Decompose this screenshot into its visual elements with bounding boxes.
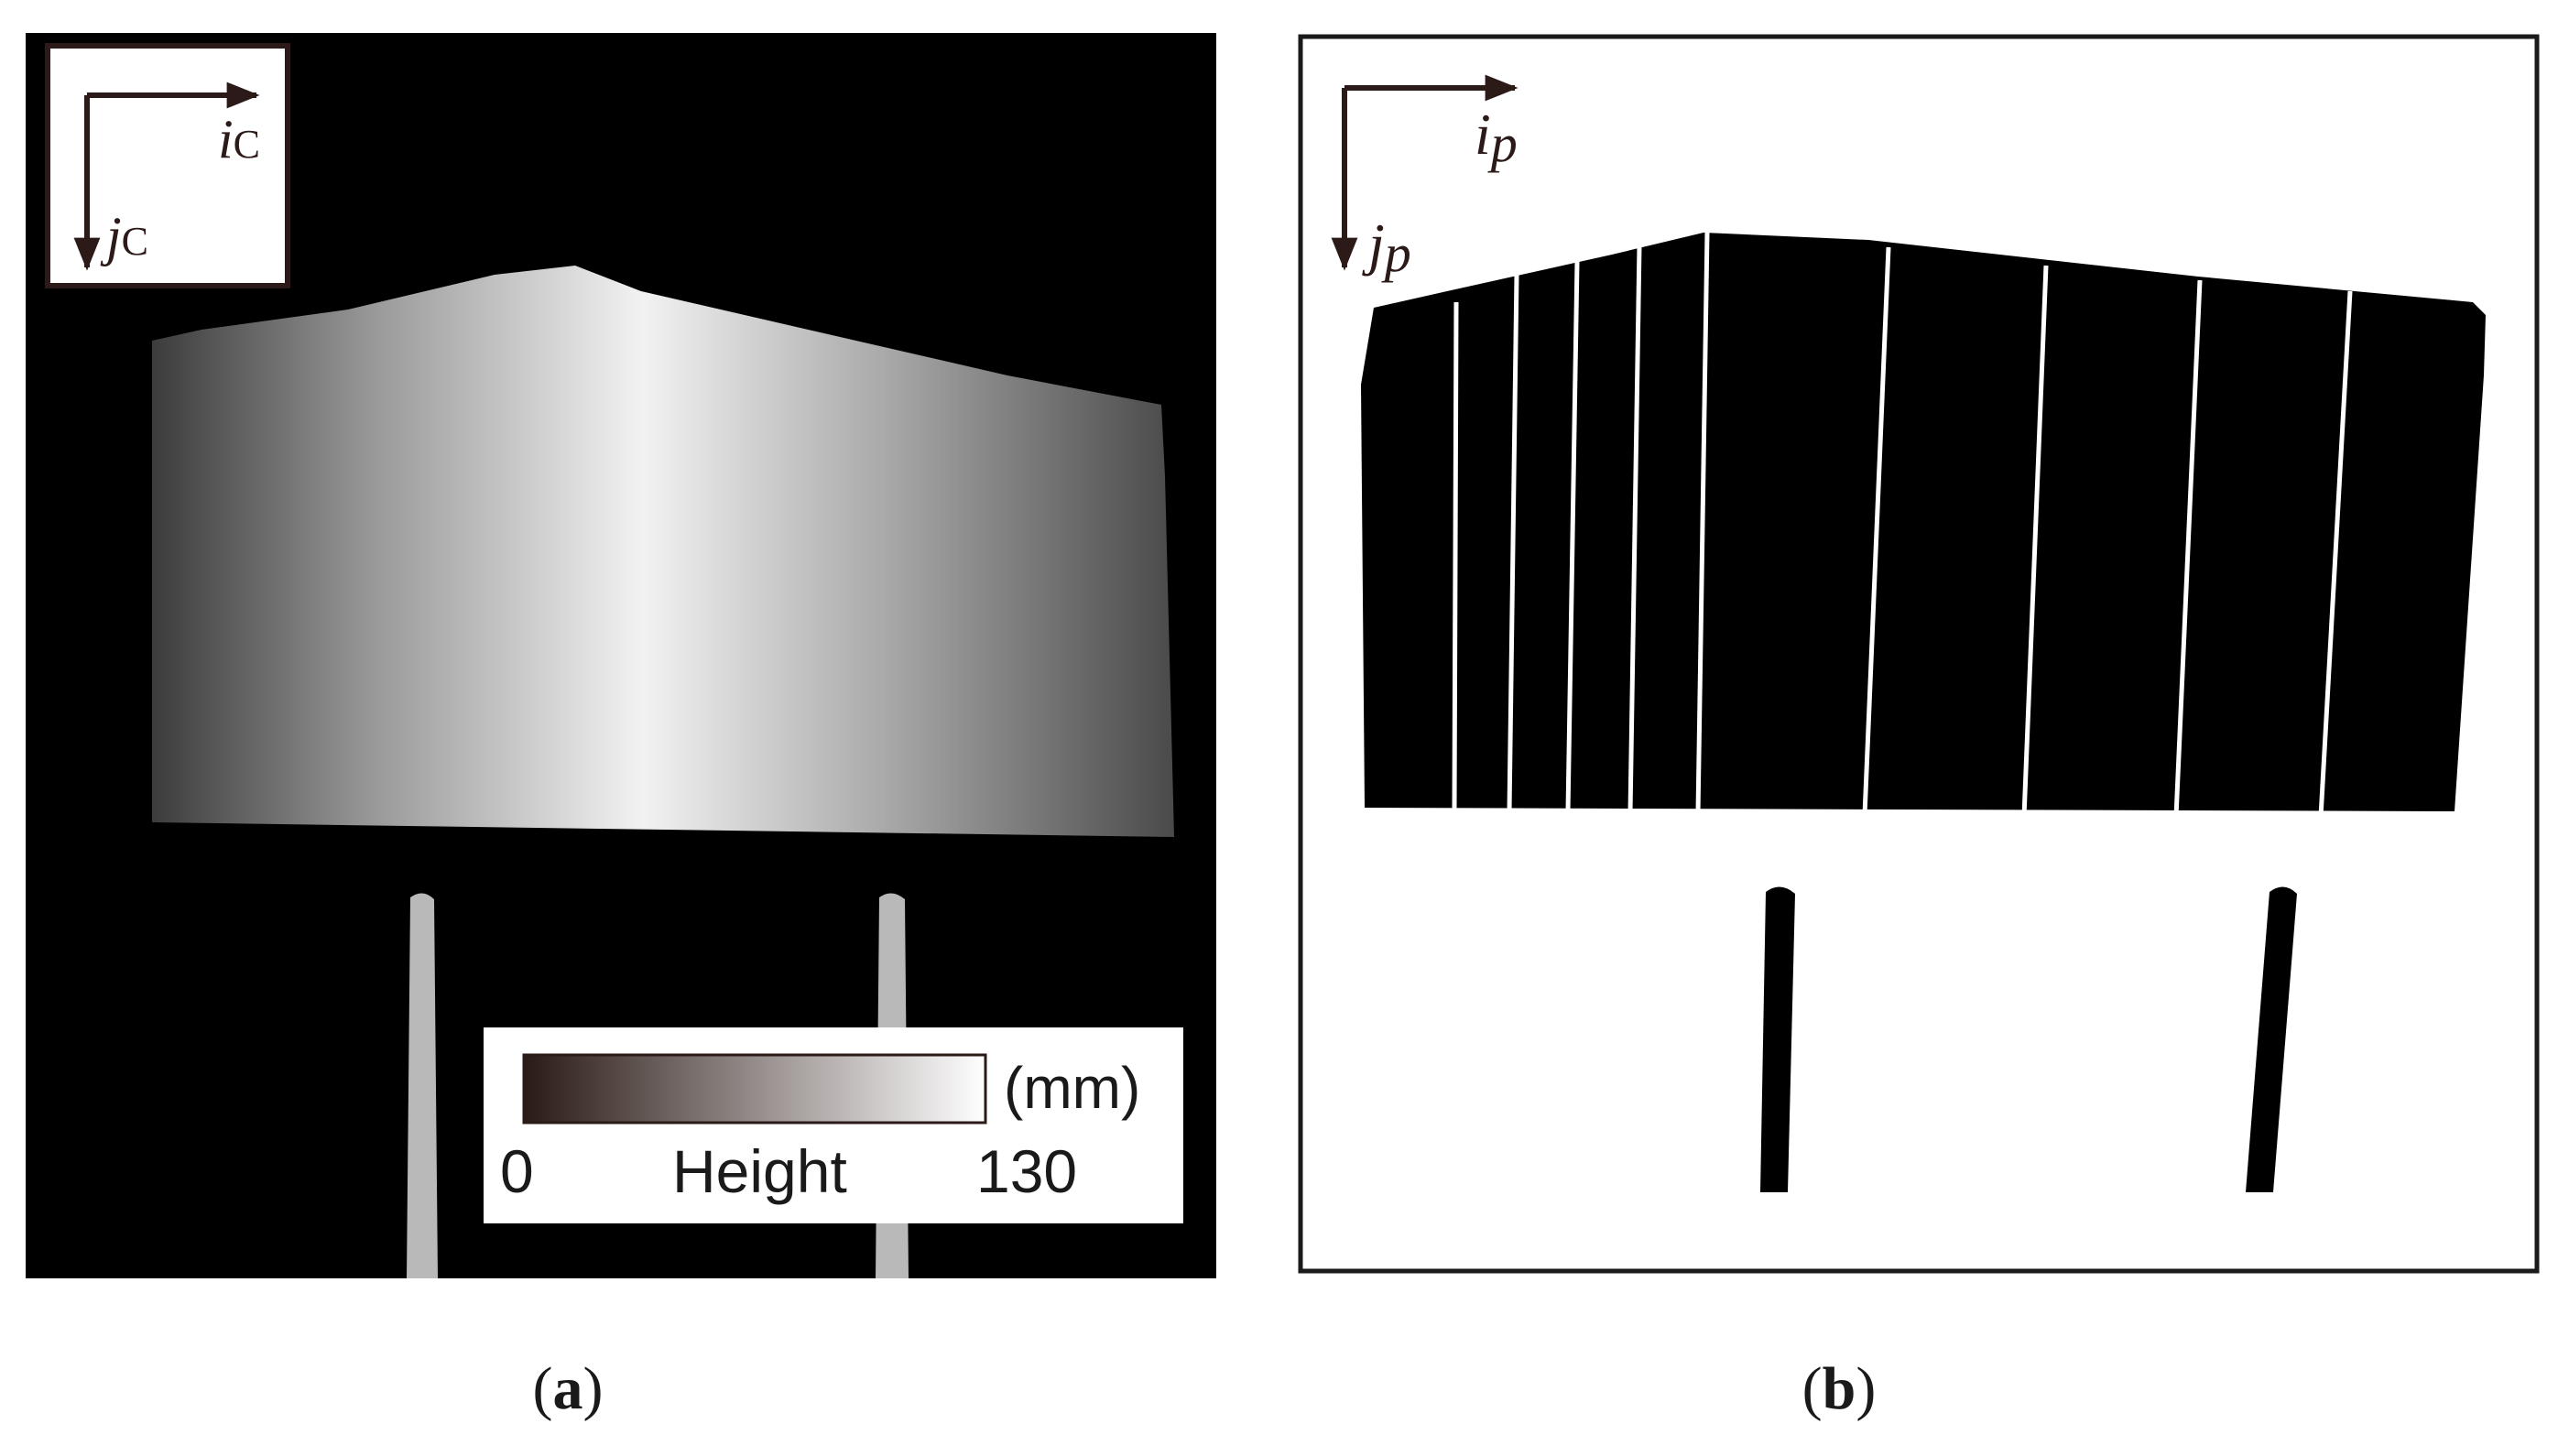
height-map-surface	[152, 266, 1174, 837]
height-map-leg-left	[407, 893, 438, 1278]
phase-map-leg-left	[1760, 886, 1795, 1192]
axis-i-label-a: iC	[218, 109, 260, 169]
colorbar-max-label: 130	[976, 1137, 1077, 1205]
colorbar	[522, 1053, 987, 1125]
panel-b: ip jp	[1298, 34, 2540, 1274]
panel-a: iC jC (mm) 0 Height 130	[26, 33, 1216, 1278]
caption-a: (a)	[533, 1355, 604, 1422]
colorbar-unit: (mm)	[1004, 1055, 1140, 1121]
colorbar-mid-label: Height	[672, 1137, 847, 1205]
phase-map-surface	[1361, 233, 2486, 811]
colorbar-min-label: 0	[500, 1137, 534, 1205]
phase-map-leg-right	[2246, 886, 2297, 1192]
caption-b: (b)	[1802, 1355, 1877, 1422]
axis-i-label-b: ip	[1475, 102, 1518, 173]
fringe-lines	[1452, 232, 2353, 818]
